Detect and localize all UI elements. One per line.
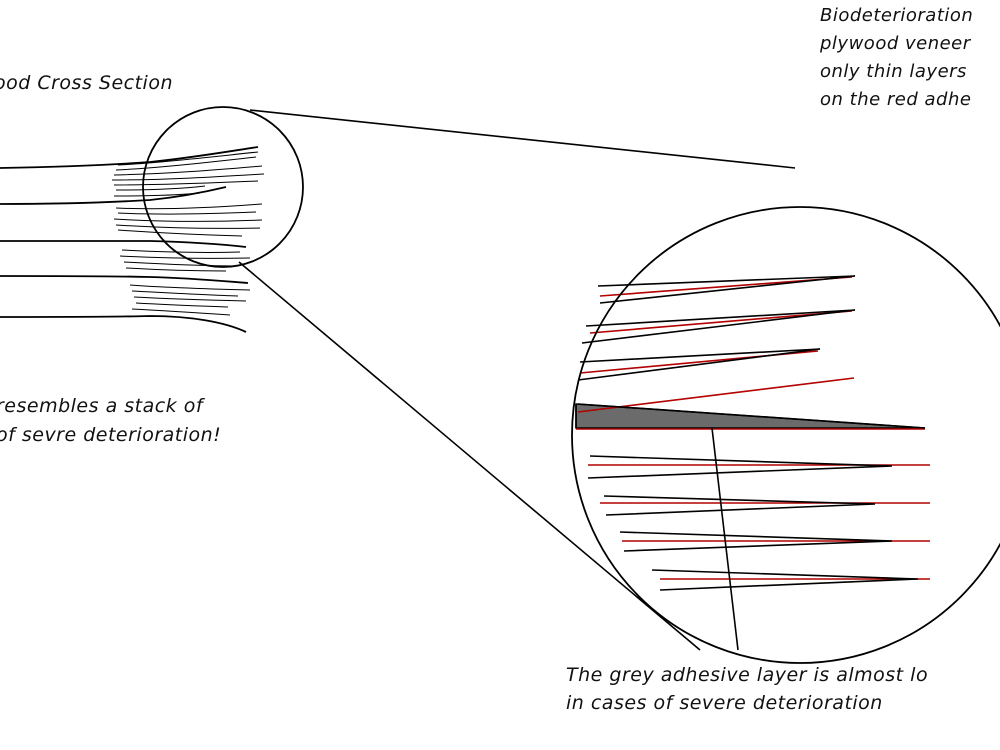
enlarged-view (571, 206, 1000, 664)
layer-line (0, 186, 227, 205)
note-left-line-1: resembles a stack of (0, 395, 204, 417)
note-bottom: The grey adhesive layer is almost lo in … (566, 661, 928, 717)
grey-adhesive-pointer (711, 427, 739, 651)
magnifier-small-circle (142, 106, 304, 268)
diagram-title: ood Cross Section (0, 72, 173, 94)
layer-line (0, 315, 247, 333)
connector-line-top (249, 109, 796, 169)
connector-line-bottom (238, 261, 701, 651)
cross-section-layers (0, 146, 259, 333)
layer-line (0, 240, 247, 248)
note-right-line-3: only thin layers (820, 61, 967, 82)
note-left-line-2: of sevre deterioration! (0, 424, 222, 446)
veneer-wedges (575, 275, 926, 591)
note-right: Biodeterioration plywood veneer only thi… (820, 2, 973, 114)
layer-line (0, 275, 249, 284)
magnifier-large-circle (571, 206, 1000, 664)
note-right-line-4: on the red adhe (820, 89, 972, 110)
cross-section-fibres (111, 151, 265, 316)
note-bottom-line-2: in cases of severe deterioration (566, 692, 883, 714)
note-left: resembles a stack of of sevre deteriorat… (0, 392, 221, 450)
note-right-line-2: plywood veneer (820, 33, 971, 54)
layer-line (0, 146, 259, 169)
note-bottom-line-1: The grey adhesive layer is almost lo (566, 664, 929, 686)
note-right-line-1: Biodeterioration (820, 5, 974, 26)
